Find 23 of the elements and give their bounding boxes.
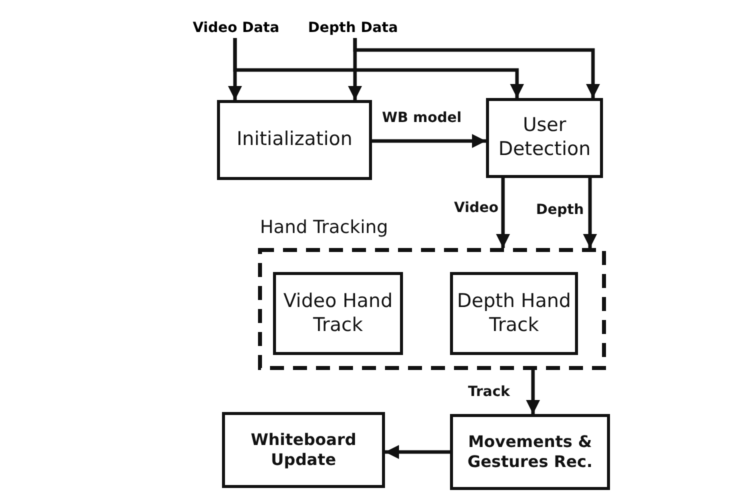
arrow (233, 38, 524, 98)
process-box (450, 414, 610, 490)
box-label: Video Hand Track (282, 290, 394, 338)
box-label: User Detection (497, 114, 592, 162)
arrow (353, 38, 600, 98)
arrow (526, 370, 540, 414)
process-box (486, 98, 603, 178)
arrow (372, 134, 486, 148)
input-label: Depth Data (297, 18, 409, 38)
arrow (385, 445, 450, 459)
process-box (217, 100, 372, 180)
box-label: Whiteboard Update (250, 430, 358, 470)
edge-label: Depth (534, 202, 586, 218)
arrow (583, 178, 597, 248)
process-box (450, 272, 578, 355)
process-box (222, 412, 385, 488)
input-label: Video Data (186, 18, 286, 38)
box-label: Depth Hand Track (456, 290, 572, 338)
box-label: Initialization (236, 128, 352, 152)
process-box (273, 272, 403, 355)
arrow (496, 178, 510, 248)
box-label: Movements & Gestures Rec. (466, 432, 594, 472)
group-heading: Hand Tracking (260, 217, 388, 238)
